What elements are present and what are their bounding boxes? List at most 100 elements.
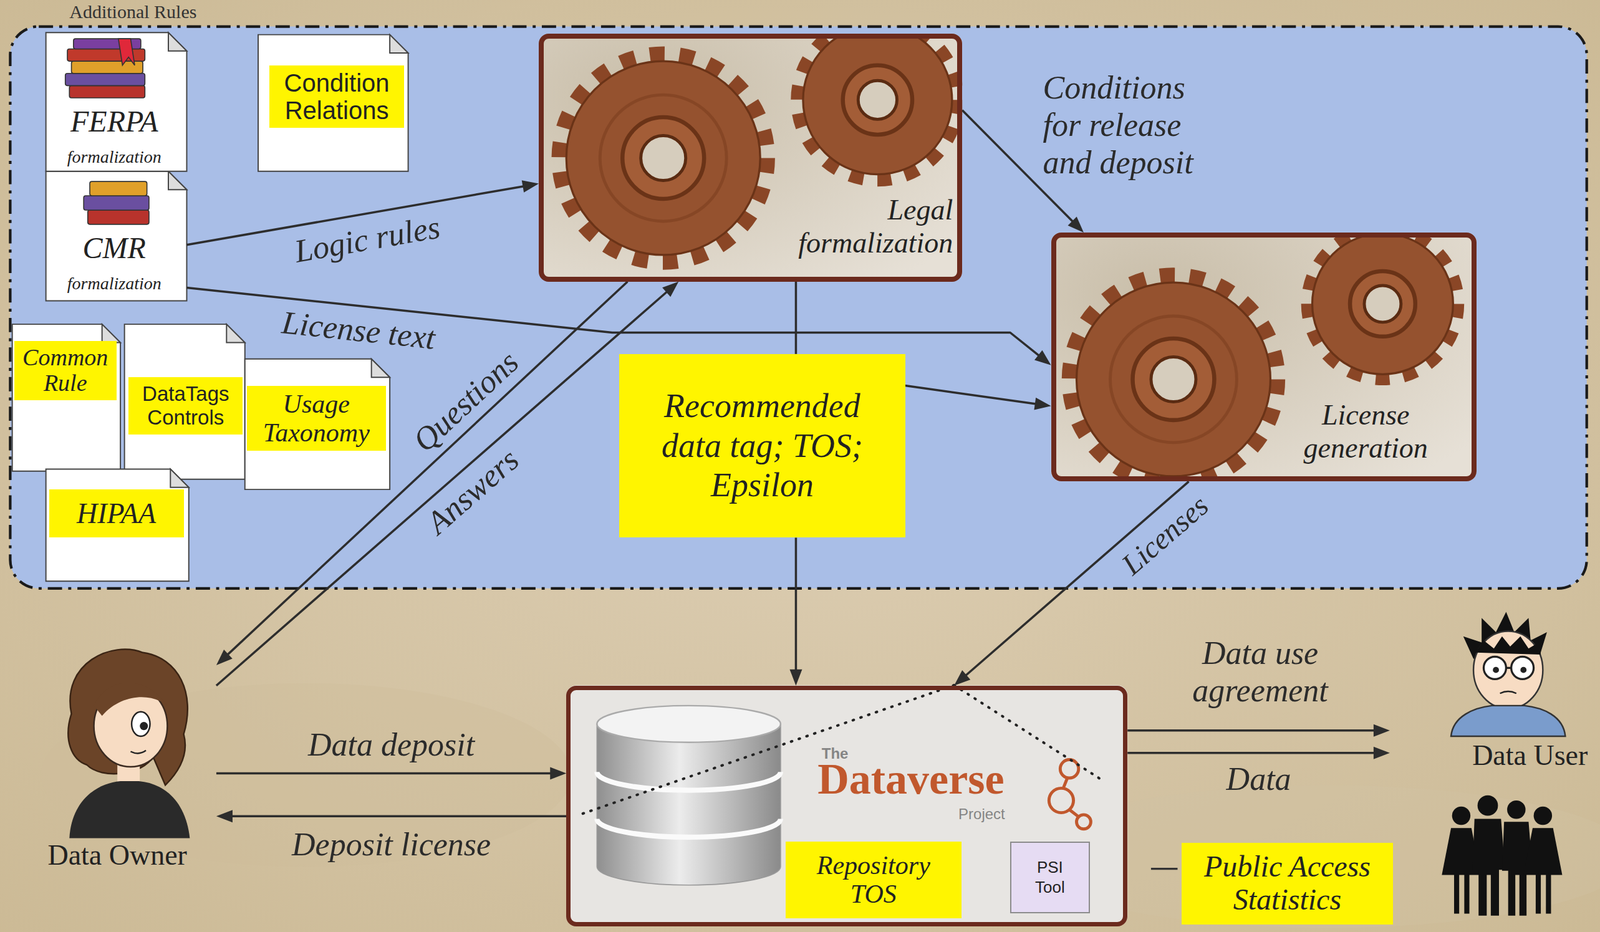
- region-fill: [9, 26, 1587, 589]
- edge-label: Data deposit: [308, 726, 475, 764]
- edge-label: Data: [1226, 760, 1292, 799]
- highlight-box: Public Access Statistics: [1181, 843, 1393, 925]
- document-pages: [258, 34, 409, 172]
- public-group-icon: [1545, 872, 1551, 914]
- connector-line: [1127, 751, 1375, 755]
- data-owner-figure: [139, 722, 148, 731]
- book-stack: [65, 38, 146, 98]
- document-page: DataTags Controls: [124, 324, 247, 480]
- text-slot: Data Owner: [22, 838, 213, 872]
- node-text: Additional Rules: [69, 1, 396, 23]
- label-slot: Data deposit: [308, 726, 475, 764]
- connector-line: [216, 291, 668, 686]
- document-page: Usage Taxonomy: [245, 359, 390, 490]
- public-group-icon: [1441, 795, 1562, 916]
- document-pages: [12, 34, 409, 582]
- text-slot: Condition Relations: [269, 65, 405, 128]
- gear-picture: [1312, 233, 1454, 375]
- database-cylinder: [596, 705, 781, 886]
- highlight-box: Repository TOS: [785, 841, 961, 919]
- gear-picture: [1076, 282, 1271, 477]
- data-user-figure: [1511, 656, 1534, 680]
- book-stack: [89, 181, 148, 196]
- document-pages: [46, 171, 188, 302]
- connector-line: [1127, 729, 1375, 733]
- node-text: Recommended data tag; TOS; Epsilon: [659, 386, 865, 506]
- node-text: Data User: [1389, 738, 1588, 772]
- repository-fill: [566, 685, 1128, 926]
- document-pages: [168, 32, 187, 51]
- arrow-head: [549, 766, 567, 780]
- logo-circles: [1076, 814, 1091, 830]
- document-pages: [226, 324, 245, 343]
- label-slot: Deposit license: [291, 826, 491, 864]
- node-text: Usage Taxonomy: [246, 385, 386, 451]
- database-cylinder: [596, 818, 781, 837]
- gear-picture: [1132, 338, 1215, 421]
- node-text: formalization: [46, 147, 183, 168]
- gear-picture: [622, 117, 704, 199]
- gear-picture: [1306, 232, 1460, 380]
- public-group-icon: [1452, 806, 1471, 825]
- gear-picture: [559, 54, 768, 263]
- gear-picture: [538, 33, 963, 282]
- node-text: Dataverse: [817, 757, 1052, 802]
- connector: [789, 537, 802, 686]
- node-text: PSI Tool: [1028, 857, 1072, 898]
- gear-picture: [1306, 232, 1460, 380]
- book-stack: [118, 38, 135, 66]
- connector-line: [965, 481, 1189, 676]
- data-user-figure: [1520, 667, 1527, 674]
- book-stack: [69, 85, 145, 98]
- data-owner-figure: [94, 682, 168, 716]
- data-owner-figure: [67, 649, 188, 786]
- node-text: Public Access Statistics: [1185, 850, 1390, 917]
- gear-picture: [1051, 232, 1477, 482]
- node-text: Legal formalization: [784, 193, 953, 261]
- connector-line: [795, 281, 798, 355]
- data-user-figure: [1483, 656, 1506, 680]
- highlight-box: Recommended data tag; TOS; Epsilon: [619, 354, 905, 539]
- data-user-figure: [1492, 667, 1499, 674]
- gear-picture: [857, 80, 897, 120]
- node-text: DataTags Controls: [128, 377, 243, 435]
- text-slot: CMR: [46, 230, 183, 266]
- node-text: CMR: [46, 230, 183, 266]
- database-cylinder: [596, 705, 781, 743]
- gear-picture: [1364, 285, 1402, 323]
- node-text: FERPA: [46, 104, 183, 139]
- data-owner-figure: [69, 781, 190, 839]
- data-owner-figure: [131, 712, 150, 737]
- text-slot: Additional Rules: [69, 1, 396, 23]
- node-text: formalization: [46, 273, 183, 294]
- gear-picture: [559, 54, 768, 263]
- document-pages: [46, 468, 189, 582]
- data-owner-figure: [67, 649, 190, 839]
- document-page: FERPA formalization: [46, 32, 188, 172]
- text-slot: Legal formalization: [784, 193, 953, 261]
- edge-label: Data use agreement: [1163, 634, 1358, 710]
- data-user-figure: [1450, 705, 1566, 737]
- data-user-figure: [1450, 611, 1566, 737]
- connector: [216, 281, 628, 666]
- logo-circles: [1048, 788, 1074, 813]
- repository-fill: [566, 685, 1128, 926]
- document-pages: [102, 324, 121, 343]
- database-cylinder: [596, 771, 781, 791]
- connector-line: [231, 814, 567, 818]
- connector: [795, 281, 797, 355]
- actor: Data Owner: [22, 649, 217, 880]
- connector: [216, 766, 567, 780]
- gear-picture: [796, 33, 959, 181]
- text-slot: Data User: [1389, 738, 1588, 772]
- text-slot: Common Rule: [14, 341, 117, 401]
- logo-circles: [1063, 778, 1079, 817]
- region-panel: Additional RulesFERPAformalizationCMRfor…: [9, 26, 1587, 590]
- connector: [216, 809, 567, 823]
- leader-dash: [1151, 867, 1178, 870]
- arrow-head: [216, 649, 233, 666]
- data-user-figure: [1505, 667, 1511, 670]
- gear-picture: [796, 33, 959, 181]
- public-group-icon: [1523, 828, 1562, 875]
- public-group-icon: [1533, 806, 1552, 825]
